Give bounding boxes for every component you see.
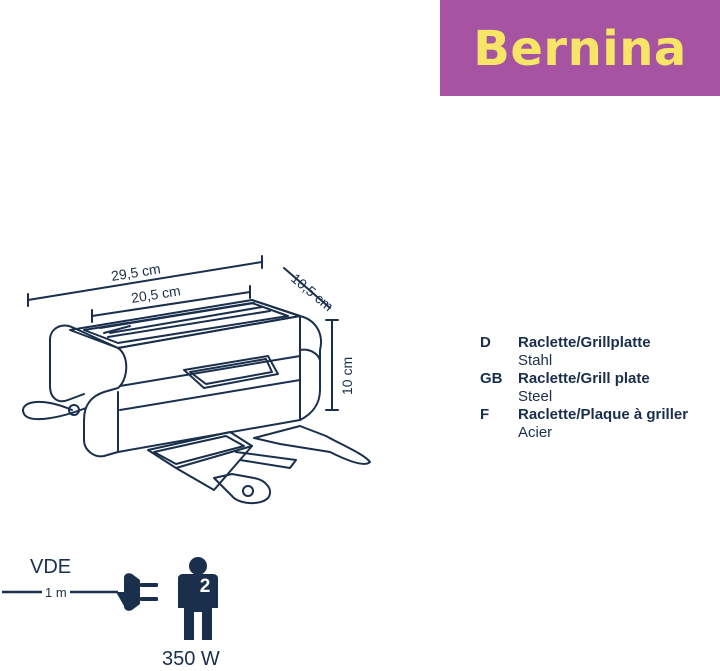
- person-icon: [178, 557, 218, 640]
- description-fr: F Raclette/Plaque à griller Acier: [480, 406, 710, 442]
- lang-code: GB: [480, 370, 503, 387]
- dimension-total-length: 29,5 cm: [27, 255, 263, 307]
- dimension-plate-length-label: 20,5 cm: [130, 282, 182, 306]
- description-de: D Raclette/Grillplatte Stahl: [480, 334, 710, 370]
- brand-banner: Bernina: [440, 0, 720, 96]
- plug-icon: [116, 573, 158, 611]
- description-title: Raclette/Grillplatte: [518, 334, 651, 351]
- power-rating: 350 W: [162, 648, 220, 670]
- dimension-depth: 10,5 cm: [283, 267, 337, 314]
- description-material: Acier: [518, 424, 553, 441]
- dimension-total-length-label: 29,5 cm: [110, 260, 162, 284]
- raclette-pan: [147, 431, 297, 504]
- vde-certification: VDE: [30, 556, 72, 578]
- description-title: Raclette/Grill plate: [518, 370, 650, 387]
- spatula: [253, 425, 371, 465]
- spec-icons: [2, 557, 218, 640]
- description-gb: GB Raclette/Grill plate Steel: [480, 370, 710, 406]
- raclette-drawing: 29,5 cm 20,5 cm 10,5 cm 10 cm: [22, 255, 371, 504]
- lang-code: D: [480, 334, 491, 351]
- persons-count: 2: [199, 576, 211, 597]
- brand-name: Bernina: [473, 21, 687, 77]
- dimension-plate-length: 20,5 cm: [91, 282, 251, 323]
- description-title: Raclette/Plaque à griller: [518, 406, 689, 423]
- dimension-height-label: 10 cm: [339, 357, 355, 395]
- description-material: Steel: [518, 388, 553, 405]
- product-description: D Raclette/Grillplatte Stahl GB Raclette…: [480, 334, 710, 442]
- dimension-height: 10 cm: [325, 319, 355, 411]
- description-material: Stahl: [518, 352, 553, 369]
- lang-code: F: [480, 406, 490, 423]
- dimension-depth-label: 10,5 cm: [288, 270, 336, 314]
- cable-length: 1 m: [42, 585, 70, 600]
